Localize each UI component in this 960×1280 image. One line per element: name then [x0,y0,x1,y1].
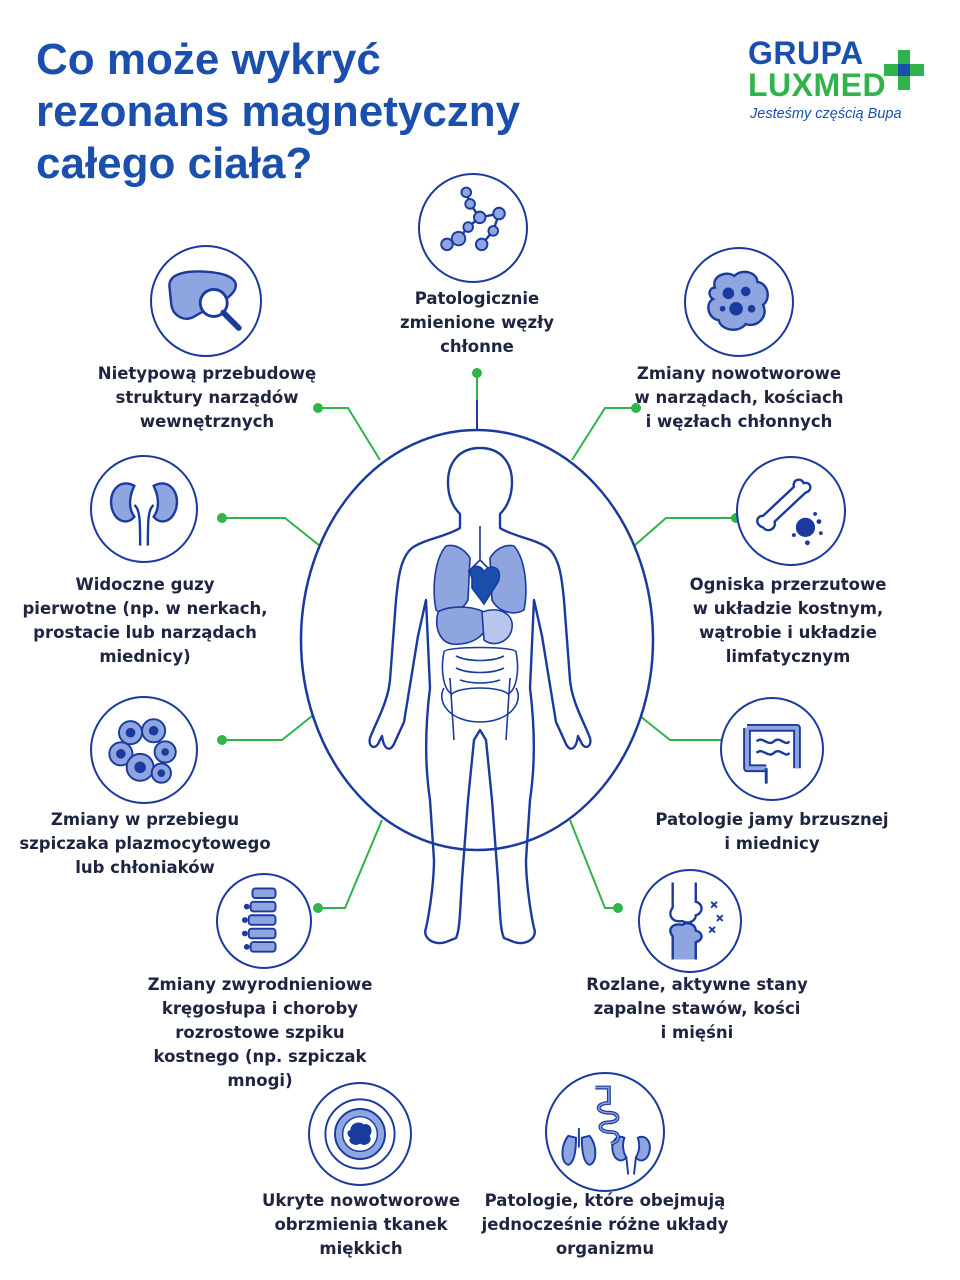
soft-tissue-tumor-icon [324,1098,396,1170]
organs-icon [561,1085,651,1175]
spine-icon [241,887,277,953]
cell-cluster-icon [108,718,177,784]
title-line-3: całego ciała? [36,139,313,188]
logo-tagline: Jesteśmy częścią Bupa [750,106,902,122]
liver-magnifier-icon [168,270,242,331]
lymph-nodes-icon [440,186,506,252]
bone-metastasis-icon [756,478,823,546]
tumor-cells-icon [707,270,769,331]
page-title: Co może wykryć rezonans magnetyczny całe… [36,34,596,190]
logo-line-1: GRUPA [748,35,864,71]
title-line-2: rezonans magnetyczny [36,87,521,136]
title-line-1: Co może wykryć [36,35,381,84]
logo-line-2: LUXMED [748,67,887,103]
human-body-illustration [368,446,592,945]
brand-logo: GRUPA LUXMED Jesteśmy częścią Bupa [748,34,948,134]
knee-joint-icon [669,882,724,960]
logo-cross-icon [884,50,924,90]
intestine-icon [743,724,801,784]
kidneys-icon [109,482,179,546]
